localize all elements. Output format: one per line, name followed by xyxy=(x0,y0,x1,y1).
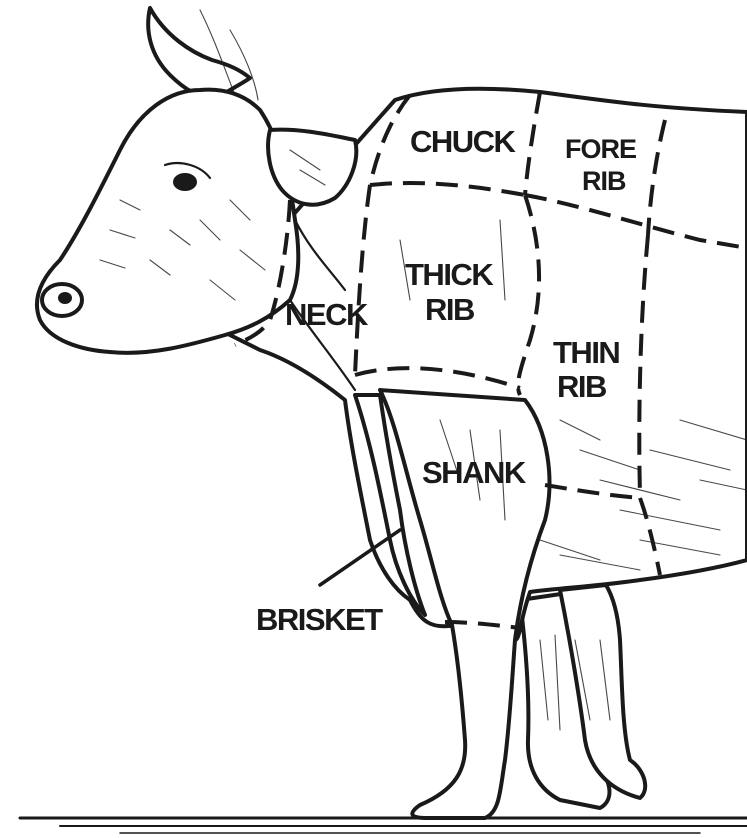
label-chuck: CHUCK xyxy=(410,124,517,159)
label-shank: SHANK xyxy=(422,455,527,490)
hind-legs xyxy=(520,585,645,808)
label-thin-rib-line1: THIN xyxy=(553,335,619,370)
label-neck: NECK xyxy=(285,297,369,332)
label-thick-rib-line1: THICK xyxy=(405,257,494,292)
label-fore-rib-line1: FORE xyxy=(565,134,636,164)
ground-lines xyxy=(20,818,747,833)
label-brisket: BRISKET xyxy=(256,602,383,637)
label-thick-rib-line2: RIB xyxy=(425,292,474,327)
label-thin-rib-line2: RIB xyxy=(557,369,606,404)
label-fore-rib-line2: RIB xyxy=(582,166,626,196)
